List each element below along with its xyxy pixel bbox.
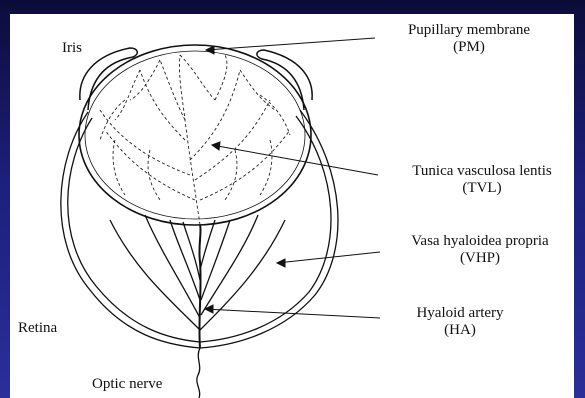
optic-nerve-stalk — [197, 348, 200, 398]
vhp-branch-4 — [200, 220, 285, 330]
tvl-label: Tunica vasculosa lentis (TVL) — [382, 163, 582, 197]
retina-label: Retina — [18, 320, 57, 337]
iris-right — [257, 50, 312, 110]
pm-name: Pupillary membrane — [374, 22, 564, 39]
tvl-abbr: (TVL) — [382, 180, 582, 197]
vhp-branch-8 — [183, 222, 200, 280]
ha-abbr: (HA) — [380, 322, 540, 339]
pm-abbr: (PM) — [374, 39, 564, 56]
optic-nerve-label: Optic nerve — [92, 376, 162, 393]
vhp-name: Vasa hyaloidea propria — [380, 233, 580, 250]
tvl-network — [100, 55, 290, 225]
lens — [79, 45, 311, 225]
pm-label: Pupillary membrane (PM) — [374, 22, 564, 56]
ha-label: Hyaloid artery (HA) — [380, 305, 540, 339]
vhp-abbr: (VHP) — [380, 250, 580, 267]
vhp-label: Vasa hyaloidea propria (VHP) — [380, 233, 580, 267]
tvl-name: Tunica vasculosa lentis — [382, 163, 582, 180]
vhp-branch-7 — [200, 220, 215, 270]
lens-inner — [85, 51, 305, 219]
pm-pointer — [206, 38, 375, 50]
vhp-branch-6 — [201, 220, 230, 300]
iris-label: Iris — [62, 40, 82, 57]
vhp-pointer — [277, 252, 380, 263]
ha-name: Hyaloid artery — [380, 305, 540, 322]
